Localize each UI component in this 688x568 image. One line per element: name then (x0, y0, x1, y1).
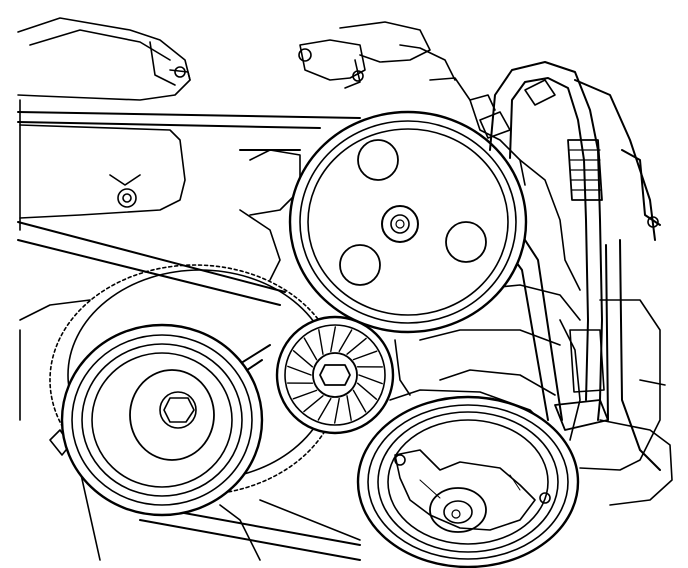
tensioner-fin (294, 351, 313, 367)
tensioner-fin (293, 390, 316, 398)
ps-pulley-hole-top (358, 140, 398, 180)
tensioner-fin (359, 375, 382, 384)
tensioner-fin (304, 396, 323, 412)
belt-tensioner-pulley (277, 317, 393, 433)
tensioner-fin (335, 399, 340, 423)
tensioner-fin (288, 366, 311, 375)
tensioner-fin (347, 338, 366, 354)
ac-compressor-pulley (358, 390, 578, 567)
ps-pulley-hole-left (340, 245, 380, 285)
tensioner-fin (304, 338, 316, 360)
tensioner-fin (319, 330, 323, 354)
tensioner-fin (358, 383, 377, 399)
tensioner-fin (347, 396, 351, 420)
tensioner-fins (288, 327, 383, 423)
tensioner-fin (318, 399, 331, 420)
tensioner-fin (353, 351, 376, 359)
ac-hose (480, 62, 660, 470)
power-steering-pulley (290, 112, 526, 332)
tensioner-fin (339, 330, 352, 351)
tensioner-fin (331, 327, 336, 351)
ps-pulley-hole-right (446, 222, 486, 262)
tensioner-fin (353, 390, 365, 412)
